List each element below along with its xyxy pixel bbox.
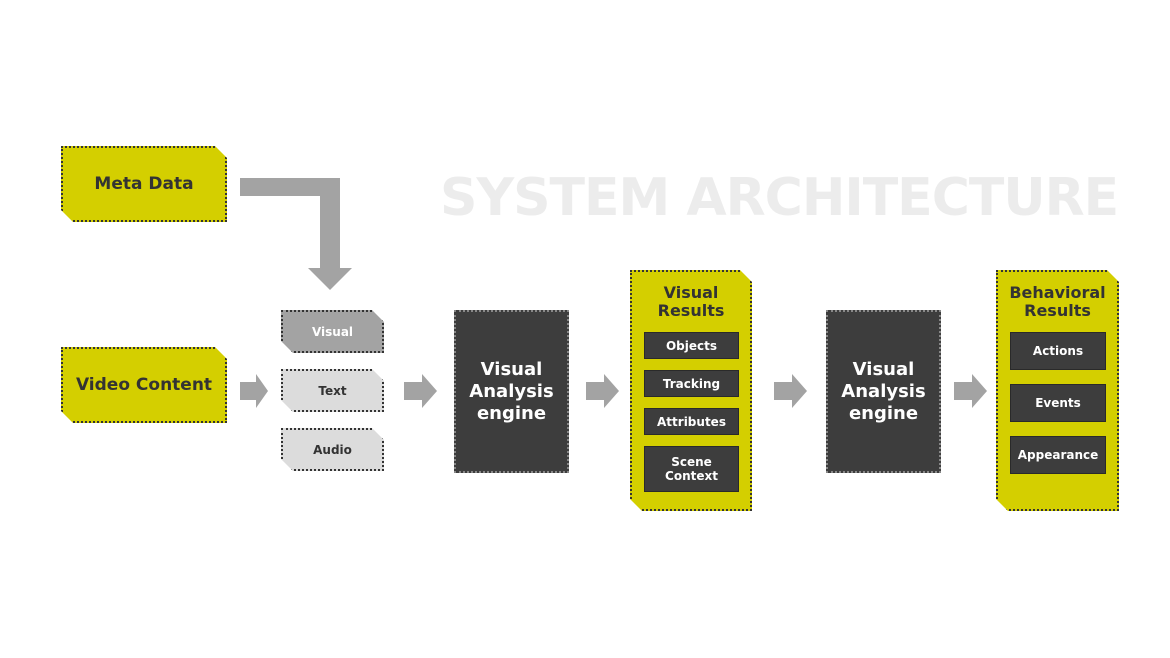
video-content-box: Video Content xyxy=(61,347,227,423)
result-actions: Actions xyxy=(1010,332,1106,370)
result-tracking: Tracking xyxy=(644,370,739,397)
video-content-label: Video Content xyxy=(75,375,213,395)
diagram-title: SYSTEM ARCHITECTURE xyxy=(440,168,1119,228)
elbow-arrow xyxy=(240,178,352,290)
arrow-right-5 xyxy=(954,374,987,408)
visual-analysis-engine-1: Visual Analysis engine xyxy=(454,310,569,473)
result-objects: Objects xyxy=(644,332,739,359)
result-events: Events xyxy=(1010,384,1106,422)
modality-audio: Audio xyxy=(281,428,384,471)
result-appearance: Appearance xyxy=(1010,436,1106,474)
visual-analysis-engine-2: Visual Analysis engine xyxy=(826,310,941,473)
result-attributes: Attributes xyxy=(644,408,739,435)
arrow-right-4 xyxy=(774,374,807,408)
arrow-right-2 xyxy=(404,374,437,408)
meta-data-box: Meta Data xyxy=(61,146,227,222)
arrow-right-1 xyxy=(240,374,268,408)
behavioral-results-panel: Behavioral Results Actions Events Appear… xyxy=(996,270,1119,511)
visual-results-panel: Visual Results Objects Tracking Attribut… xyxy=(630,270,752,511)
modality-visual: Visual xyxy=(281,310,384,353)
modality-text: Text xyxy=(281,369,384,412)
arrow-right-3 xyxy=(586,374,619,408)
meta-data-label: Meta Data xyxy=(94,174,194,194)
result-scene-context: Scene Context xyxy=(644,446,739,492)
